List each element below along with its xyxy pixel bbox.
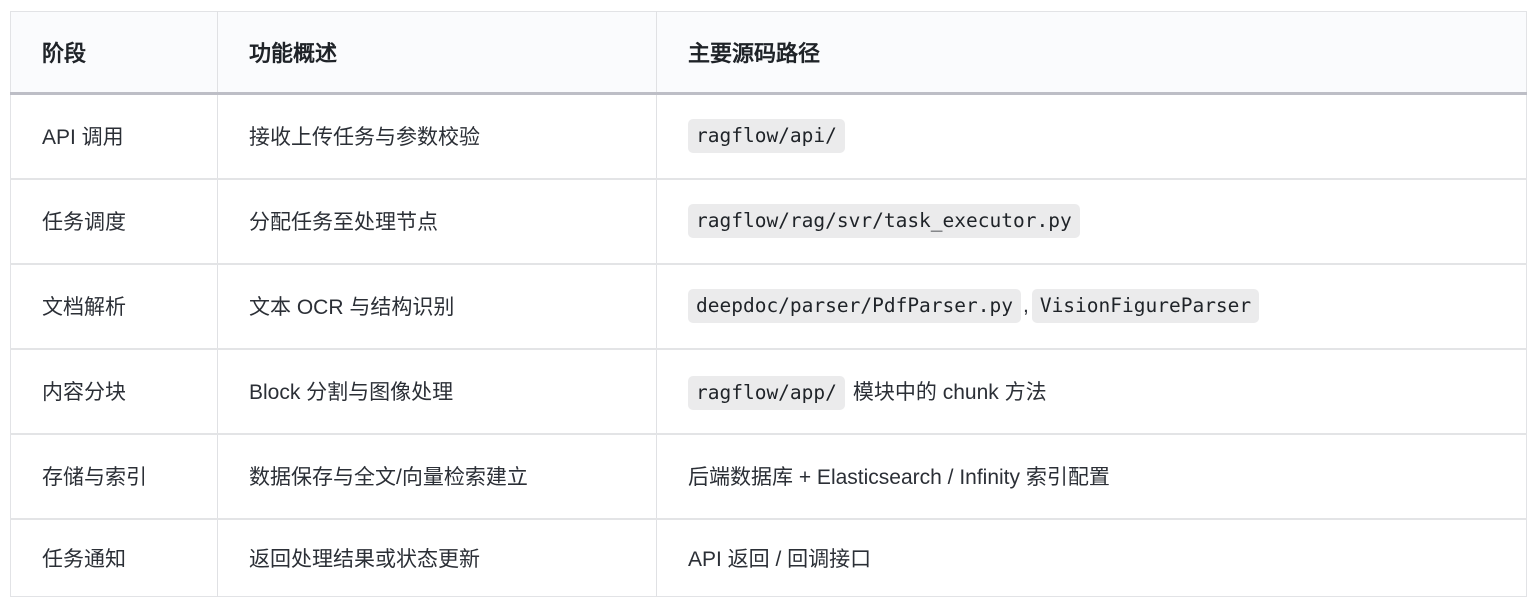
pipeline-stages-table: 阶段 功能概述 主要源码路径 API 调用接收上传任务与参数校验 ragflow/… <box>10 11 1527 597</box>
cell-summary: Block 分割与图像处理 <box>217 348 657 435</box>
cell-summary: 文本 OCR 与结构识别 <box>217 263 657 350</box>
table-row: 存储与索引数据保存与全文/向量检索建立 后端数据库 + Elasticsearch… <box>10 433 1527 520</box>
path-trailing-text: 后端数据库 + Elasticsearch / Infinity 索引配置 <box>688 466 1110 489</box>
table-row: 任务通知返回处理结果或状态更新 API 返回 / 回调接口 <box>10 518 1527 597</box>
path-trailing-text: API 返回 / 回调接口 <box>688 547 872 571</box>
cell-stage: 任务通知 <box>10 518 218 597</box>
cell-stage: 文档解析 <box>10 263 218 350</box>
cell-source-path: ragflow/api/ <box>656 93 1527 180</box>
cell-stage: API 调用 <box>10 93 218 180</box>
table-header-row: 阶段 功能概述 主要源码路径 <box>10 11 1527 95</box>
cell-stage: 任务调度 <box>10 178 218 265</box>
cell-stage: 存储与索引 <box>10 433 218 520</box>
cell-source-path: 后端数据库 + Elasticsearch / Infinity 索引配置 <box>656 433 1527 520</box>
cell-summary: 返回处理结果或状态更新 <box>217 518 657 597</box>
column-header-path: 主要源码路径 <box>656 11 1527 95</box>
code-path-chip: ragflow/rag/svr/task_executor.py <box>688 204 1080 238</box>
code-path-chip: VisionFigureParser <box>1031 289 1260 323</box>
cell-summary: 分配任务至处理节点 <box>217 178 657 265</box>
path-separator: , <box>1022 294 1029 317</box>
cell-source-path: ragflow/rag/svr/task_executor.py <box>656 178 1527 265</box>
column-header-summary: 功能概述 <box>217 11 657 95</box>
path-trailing-text: 模块中的 chunk 方法 <box>852 381 1047 404</box>
cell-source-path: ragflow/app/模块中的 chunk 方法 <box>656 348 1527 435</box>
table-row: 任务调度分配任务至处理节点 ragflow/rag/svr/task_execut… <box>10 178 1527 265</box>
cell-source-path: API 返回 / 回调接口 <box>657 519 1527 597</box>
table-body: API 调用接收上传任务与参数校验 ragflow/api/任务调度分配任务至处理… <box>10 93 1527 597</box>
cell-source-path: deepdoc/parser/PdfParser.py,VisionFigure… <box>656 263 1527 350</box>
cell-summary: 接收上传任务与参数校验 <box>217 93 657 180</box>
table-header: 阶段 功能概述 主要源码路径 <box>10 11 1527 95</box>
code-path-chip: deepdoc/parser/PdfParser.py <box>688 289 1021 323</box>
pipeline-table-container: 阶段 功能概述 主要源码路径 API 调用接收上传任务与参数校验 ragflow/… <box>10 11 1527 597</box>
column-header-stage: 阶段 <box>10 11 218 95</box>
code-path-chip: ragflow/api/ <box>688 119 845 154</box>
cell-stage: 内容分块 <box>10 348 218 435</box>
table-row: API 调用接收上传任务与参数校验 ragflow/api/ <box>10 93 1527 180</box>
code-path-chip: ragflow/app/ <box>688 376 845 410</box>
cell-summary: 数据保存与全文/向量检索建立 <box>217 433 657 520</box>
